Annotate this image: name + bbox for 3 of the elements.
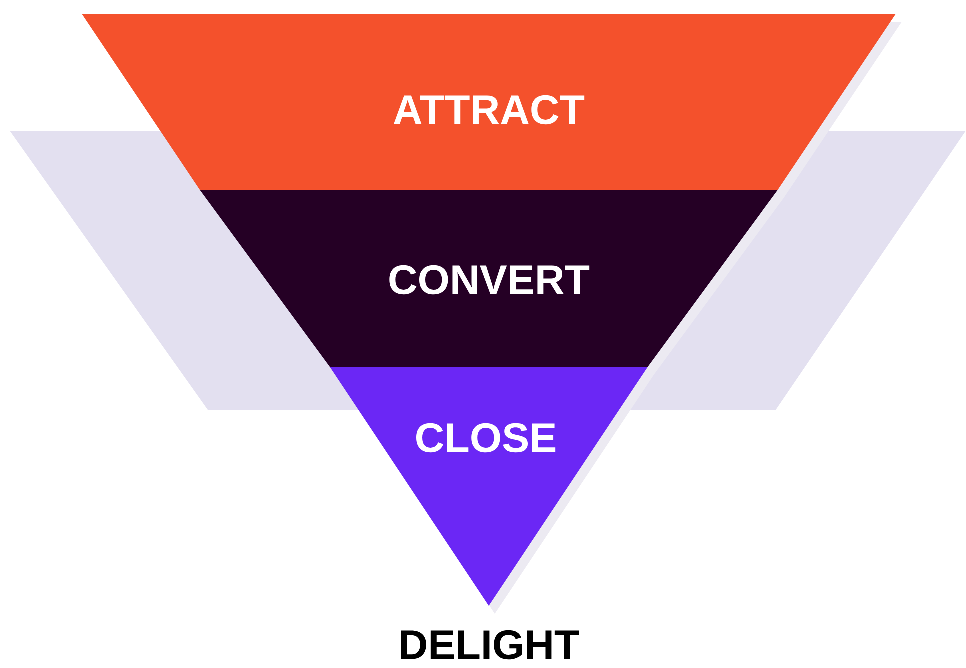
funnel-band: CONVERT <box>200 190 784 375</box>
funnel-band: CLOSE <box>330 367 654 614</box>
funnel-band: ATTRACT <box>82 14 902 198</box>
